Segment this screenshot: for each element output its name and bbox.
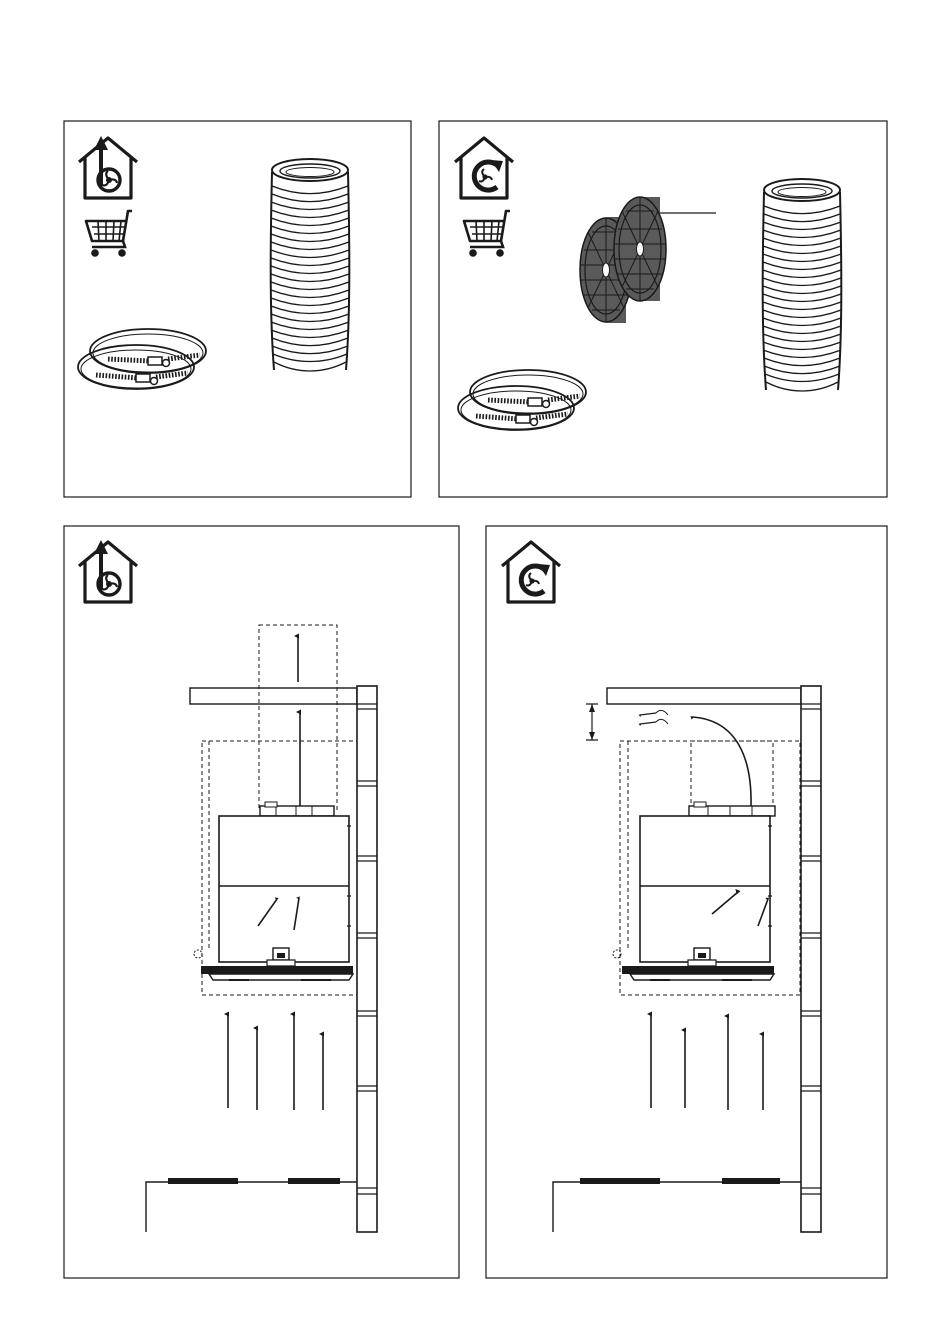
duct-ribs [271,186,349,371]
hob [553,1178,801,1232]
shopping-cart-icon [464,211,510,257]
shopping-cart-icon [86,211,132,257]
flexible-duct [271,159,350,371]
charcoal-filters [580,197,716,322]
clearance-dimension [586,704,598,740]
wall [357,686,377,1232]
ceiling [607,688,801,704]
recirculation-outlet [689,802,775,816]
panel-ducted-accessories [64,121,411,497]
ducted-house-icon [79,540,137,602]
wall [801,686,821,1232]
duct-outlet [260,802,334,816]
duct-outline [691,741,773,809]
hose-clamps [458,370,586,430]
hood [622,816,774,980]
ducted-house-icon [79,136,137,198]
recirculation-house-icon [502,542,560,602]
panel-recirculating-installation [486,526,887,1278]
recirculation-house-icon [455,138,513,198]
hose-clamps [78,329,206,389]
flexible-duct [763,179,842,391]
panel-frame [64,121,411,497]
hood [201,816,353,980]
panel-recirculating-accessories [439,121,887,497]
panel-ducted-installation [64,526,459,1278]
ceiling [190,688,357,704]
hob [146,1178,357,1232]
